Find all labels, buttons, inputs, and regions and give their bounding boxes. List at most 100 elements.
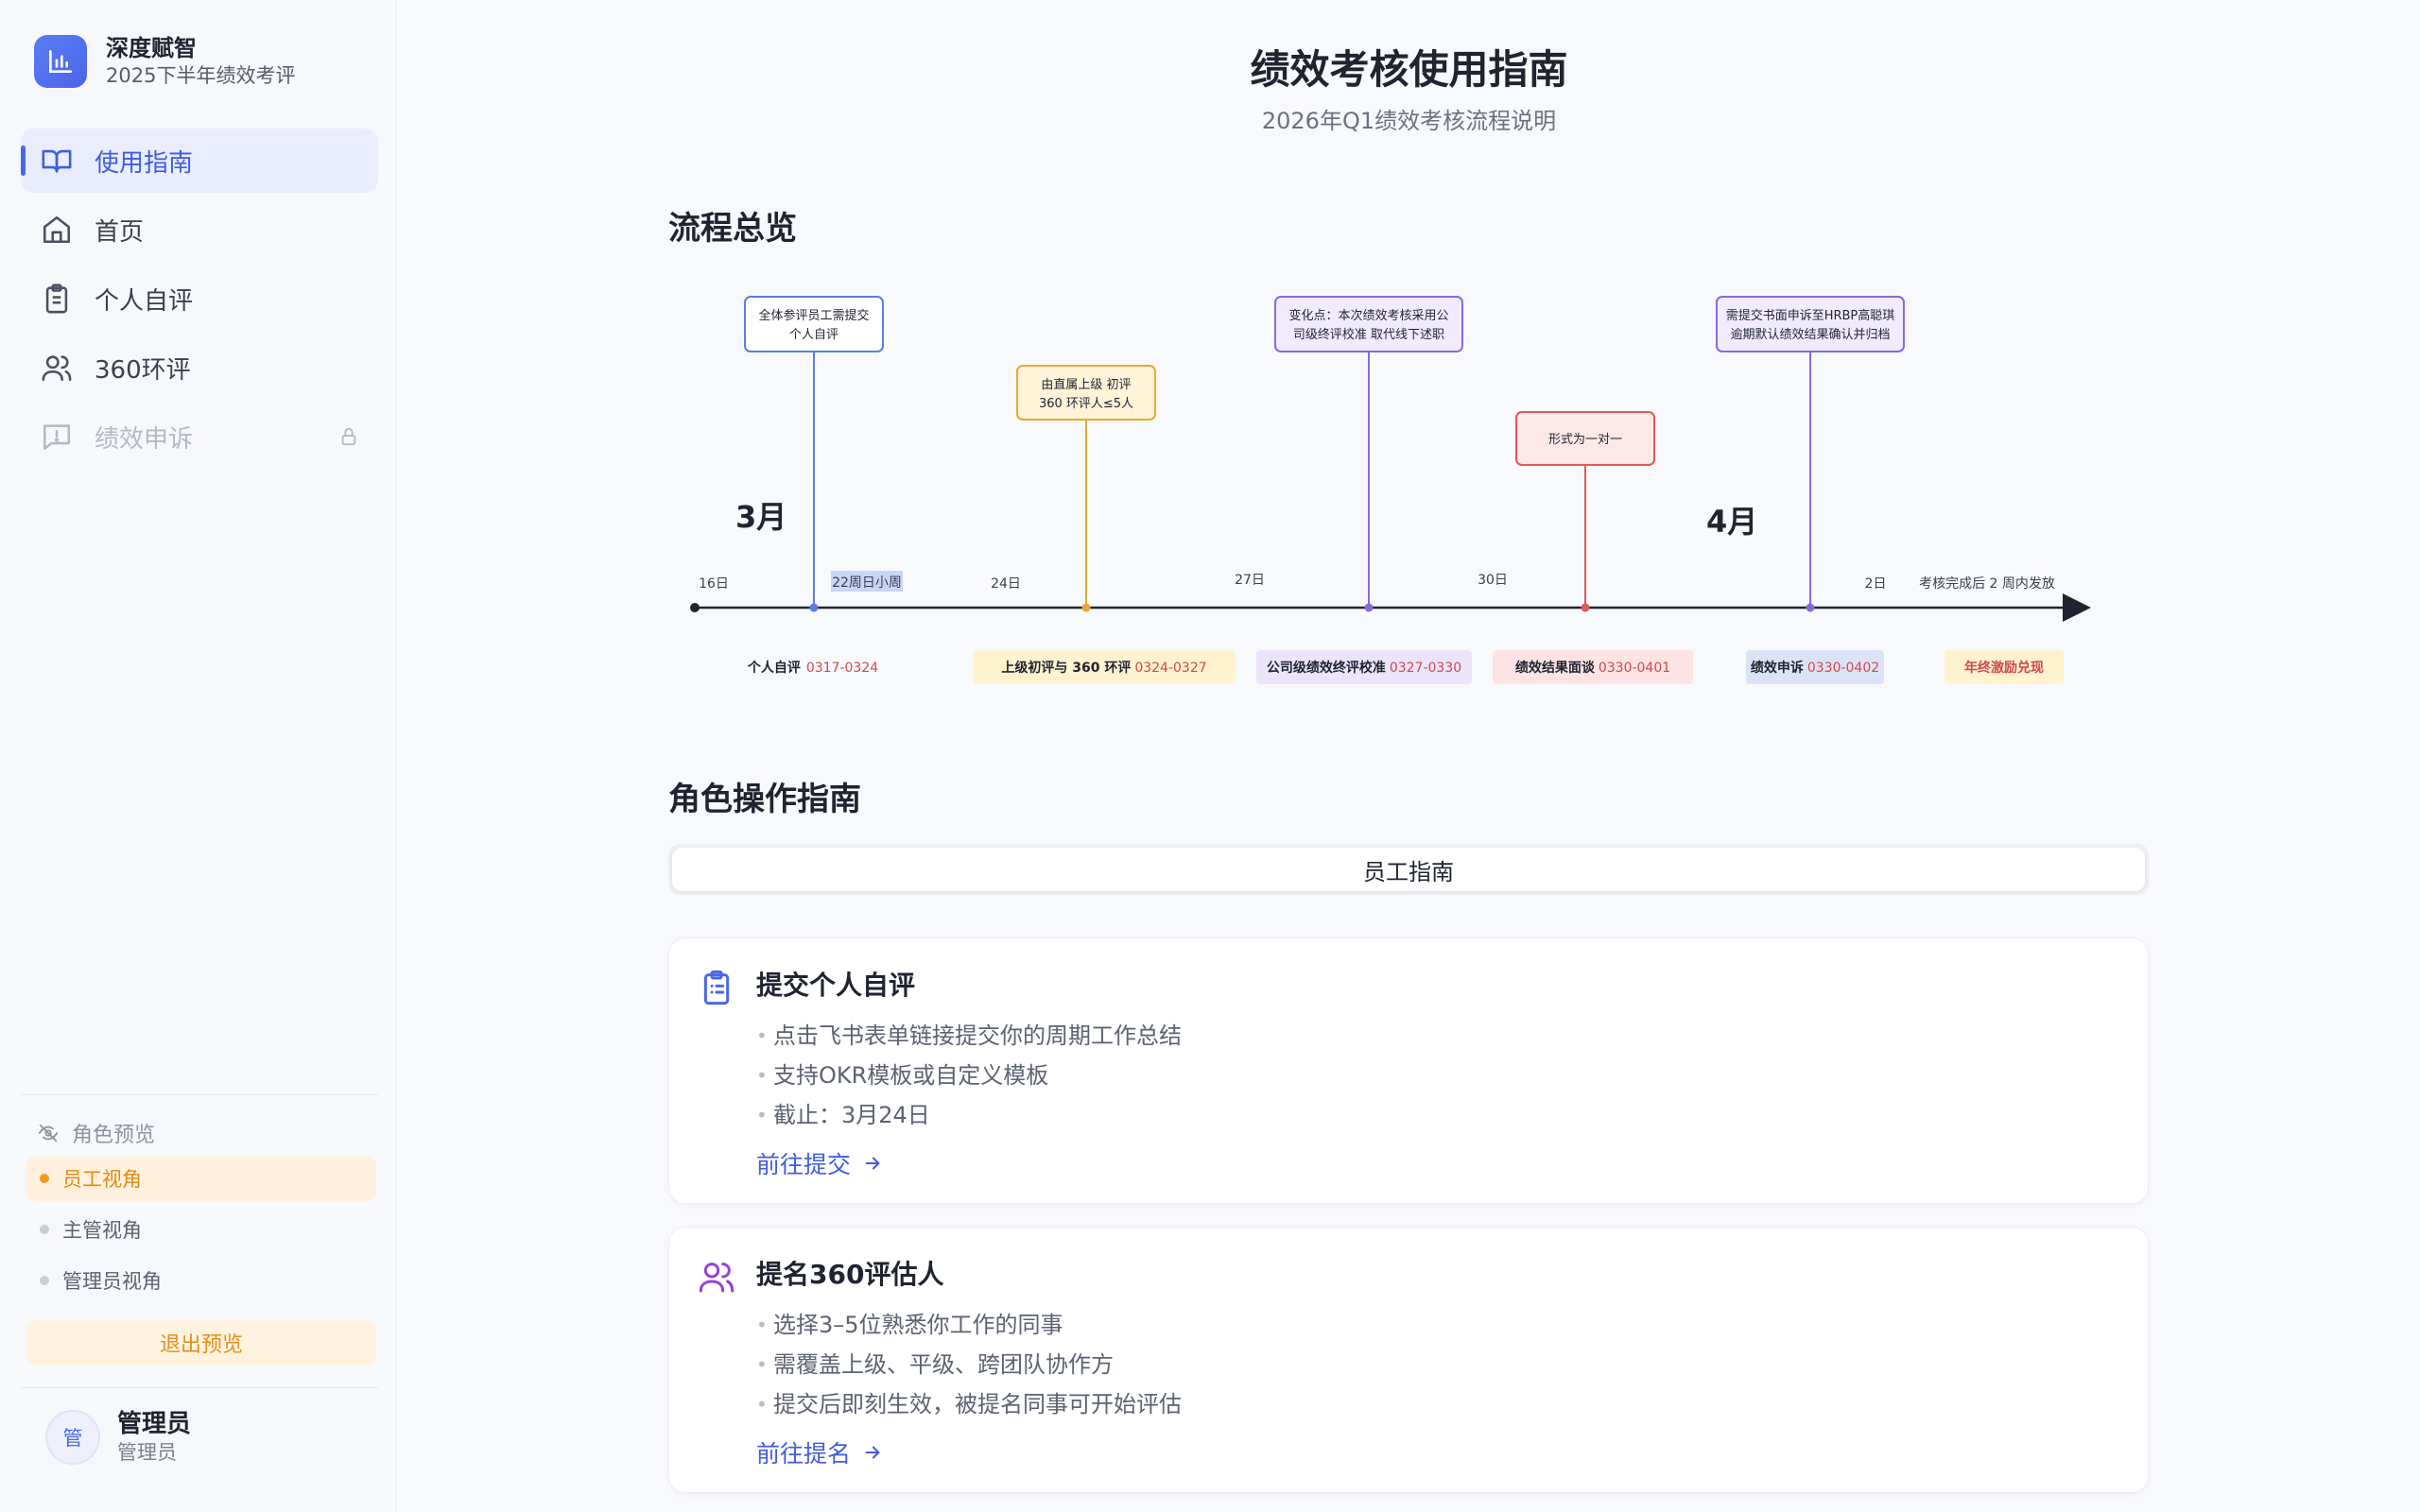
go-submit-link[interactable]: 前往提交 bbox=[756, 1146, 883, 1180]
phase-range: 0324-0327 bbox=[1134, 661, 1206, 676]
users-icon bbox=[40, 351, 74, 385]
list-item: 需覆盖上级、平级、跨团队协作方 bbox=[756, 1345, 1182, 1384]
brand: 深度赋智 2025下半年绩效考评 bbox=[34, 34, 295, 89]
phase-range: 0330-0401 bbox=[1599, 661, 1670, 676]
role-admin[interactable]: 管理员视角 bbox=[26, 1258, 376, 1303]
link-label: 前往提交 bbox=[756, 1151, 852, 1178]
sidebar-item-label: 绩效申诉 bbox=[95, 424, 194, 454]
date-label: 30日 bbox=[1478, 573, 1508, 588]
tab-employee-guide[interactable]: 员工指南 bbox=[672, 848, 2145, 891]
go-nominate-link[interactable]: 前往提名 bbox=[756, 1435, 883, 1469]
user-name: 管理员 bbox=[117, 1410, 192, 1438]
date-highlight bbox=[831, 571, 903, 592]
role-preview-title: 角色预览 bbox=[72, 1124, 156, 1147]
sidebar-item-self-review[interactable]: 个人自评 bbox=[21, 266, 378, 331]
user-role: 管理员 bbox=[117, 1441, 177, 1464]
month-label-april: 4月 bbox=[1706, 504, 1757, 540]
phase-name: 公司级绩效终评校准 bbox=[1267, 660, 1386, 676]
callout-text: 逾期默认绩效结果确认并归档 bbox=[1730, 327, 1890, 342]
callout-text: 全体参评员工需提交 bbox=[758, 308, 869, 323]
callout-text: 形式为一对一 bbox=[1548, 433, 1622, 447]
list-item: 提交后即刻生效，被提名同事可开始评估 bbox=[756, 1384, 1182, 1424]
callout-box bbox=[1274, 296, 1463, 352]
sidebar-item-label: 360环评 bbox=[95, 355, 191, 385]
exit-preview-button[interactable]: 退出预览 bbox=[26, 1320, 376, 1366]
role-guide-tabs: 员工指南 bbox=[668, 844, 2149, 895]
role-label: 管理员视角 bbox=[62, 1270, 162, 1293]
sidebar-item-guide[interactable]: 使用指南 bbox=[21, 129, 378, 193]
role-label: 主管视角 bbox=[62, 1219, 142, 1242]
callout-box bbox=[744, 296, 884, 352]
home-icon bbox=[40, 213, 74, 247]
sidebar-item-label: 首页 bbox=[95, 217, 145, 247]
guide-card-360-nominate: 提名360评估人 选择3–5位熟悉你工作的同事 需覆盖上级、平级、跨团队协作方 … bbox=[668, 1227, 2149, 1493]
page-subtitle: 2026年Q1绩效考核流程说明 bbox=[1261, 108, 1557, 134]
phase-range: 0330-0402 bbox=[1807, 661, 1879, 676]
phase-range: 0317-0324 bbox=[806, 661, 878, 676]
role-preview: 角色预览 员工视角 主管视角 管理员视角 退出预览 bbox=[21, 1094, 378, 1366]
clipboard-list-icon bbox=[698, 969, 735, 1006]
role-dot bbox=[40, 1276, 49, 1285]
user-profile[interactable]: 管 管理员 管理员 bbox=[21, 1387, 378, 1466]
avatar: 管 bbox=[45, 1410, 100, 1465]
phase-name: 个人自评 bbox=[747, 660, 801, 676]
callout-text: 变化点：本次绩效考核采用公 bbox=[1288, 308, 1448, 323]
phase-bg bbox=[1746, 650, 1884, 684]
month-label-march: 3月 bbox=[735, 499, 786, 535]
phase-name: 绩效结果面谈 bbox=[1515, 660, 1596, 676]
arrow-right-icon bbox=[862, 1442, 883, 1463]
callout-box bbox=[1016, 365, 1156, 421]
sidebar-item-360-review[interactable]: 360环评 bbox=[21, 335, 378, 400]
milestone-dot bbox=[1806, 603, 1815, 612]
callout-text: 需提交书面申诉至HRBP高聪琪 bbox=[1726, 308, 1895, 323]
role-preview-header: 角色预览 bbox=[21, 1116, 378, 1150]
phase-name: 上级初评与 360 环评 bbox=[1001, 660, 1131, 676]
list-item: 截止：3月24日 bbox=[756, 1095, 1182, 1135]
list-item: 支持OKR模板或自定义模板 bbox=[756, 1056, 1182, 1095]
phase-label: 个人自评 0317-0324 bbox=[747, 660, 878, 676]
phase-bg bbox=[973, 650, 1236, 684]
message-alert-icon bbox=[40, 420, 74, 454]
milestone-dot bbox=[1081, 603, 1091, 612]
date-label: 22周日小周 bbox=[832, 576, 902, 591]
arrow-right-icon bbox=[862, 1153, 883, 1174]
phase-bg bbox=[1256, 650, 1472, 684]
sidebar-nav: 使用指南 首页 个人自评 360环评 bbox=[21, 129, 378, 473]
callout-text: 360 环评人≤5人 bbox=[1039, 397, 1133, 411]
lock-icon bbox=[338, 425, 359, 454]
users-icon bbox=[698, 1258, 735, 1296]
role-dot bbox=[40, 1174, 49, 1183]
role-employee[interactable]: 员工视角 bbox=[26, 1156, 376, 1201]
card-title: 提名360评估人 bbox=[756, 1259, 944, 1290]
timeline-start-dot bbox=[690, 603, 700, 612]
milestone-dot bbox=[1364, 603, 1374, 612]
sidebar-item-label: 使用指南 bbox=[95, 148, 194, 178]
card-list: 点击飞书表单链接提交你的周期工作总结 支持OKR模板或自定义模板 截止：3月24… bbox=[756, 1016, 1182, 1135]
phase-bg bbox=[1493, 650, 1693, 684]
phase-bg bbox=[1945, 650, 2064, 684]
brand-subtitle: 2025下半年绩效考评 bbox=[106, 64, 296, 87]
card-title: 提交个人自评 bbox=[756, 970, 916, 1001]
date-label: 24日 bbox=[991, 576, 1021, 592]
milestone-dot bbox=[1581, 603, 1590, 612]
date-label: 16日 bbox=[699, 576, 729, 592]
process-timeline: 3月 4月 16日 22周日小周 24日 27日 30日 2日 考核完成后 2 … bbox=[690, 296, 2091, 684]
role-label: 员工视角 bbox=[62, 1168, 142, 1191]
role-manager[interactable]: 主管视角 bbox=[26, 1207, 376, 1252]
sidebar-item-home[interactable]: 首页 bbox=[21, 198, 378, 262]
bar-chart-icon bbox=[34, 35, 87, 88]
date-label: 27日 bbox=[1235, 573, 1265, 588]
callout-text: 个人自评 bbox=[789, 328, 838, 342]
page-title: 绩效考核使用指南 bbox=[1250, 46, 1568, 93]
date-label: 2日 bbox=[1865, 576, 1887, 592]
date-label: 考核完成后 2 周内发放 bbox=[1919, 576, 2055, 592]
section-title-overview: 流程总览 bbox=[668, 210, 797, 248]
brand-name: 深度赋智 bbox=[106, 35, 197, 61]
eye-off-icon bbox=[38, 1123, 59, 1143]
guide-card-self-review: 提交个人自评 点击飞书表单链接提交你的周期工作总结 支持OKR模板或自定义模板 … bbox=[668, 937, 2149, 1204]
role-dot bbox=[40, 1225, 49, 1234]
callout-box bbox=[1716, 296, 1905, 352]
sidebar-item-appeal: 绩效申诉 bbox=[21, 404, 378, 469]
